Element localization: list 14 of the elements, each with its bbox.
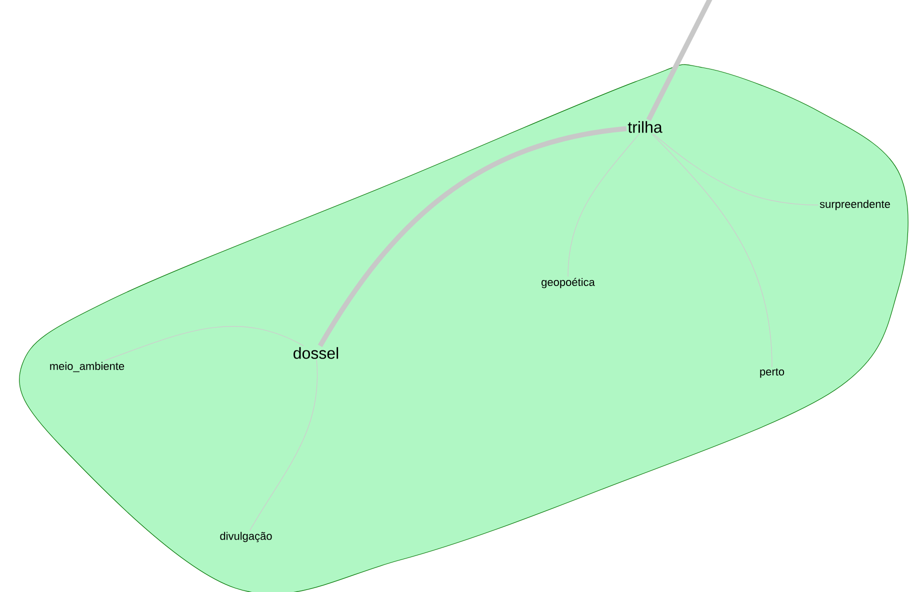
word-label: perto [760, 368, 784, 378]
link-line [652, 134, 772, 368]
word-label: geopoética [542, 278, 595, 288]
link-line [104, 326, 304, 362]
link-line [653, 134, 819, 206]
word-label: divulgação [220, 532, 272, 542]
link-line [249, 360, 318, 531]
word-label: trilha [628, 121, 662, 133]
word-label: surpreendente [820, 200, 890, 210]
link-line [318, 126, 627, 348]
word-label: dossel [294, 347, 338, 359]
word-label: meio_ambiente [50, 362, 124, 372]
link-line [646, 0, 714, 122]
link-line [568, 134, 640, 277]
